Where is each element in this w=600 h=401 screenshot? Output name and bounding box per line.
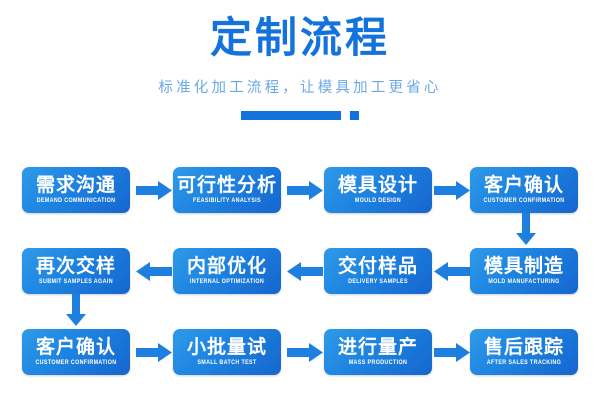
flow-node-label-cn: 交付样品 <box>337 254 418 277</box>
arrow-down-icon <box>516 213 536 245</box>
flow-node-label-en: CUSTOMER CONFIRMATION <box>483 198 565 205</box>
flow-node-label-cn: 客户确认 <box>35 335 116 358</box>
flow-node-customer-confirmation-1[interactable]: 客户确认 CUSTOMER CONFIRMATION <box>470 167 578 213</box>
flow-node-mold-manufacturing[interactable]: 模具制造 MOLD MANUFACTURING <box>470 248 578 294</box>
flow-node-label-cn: 进行量产 <box>337 335 418 358</box>
flow-node-label-cn: 内部优化 <box>186 254 267 277</box>
flow-node-label-en: MOULD DESIGN <box>354 198 402 205</box>
arrow-left-icon <box>434 262 470 281</box>
page-title: 定制流程 <box>209 13 390 62</box>
flow-node-label-cn: 再次交样 <box>35 254 116 277</box>
flow-node-internal-optimization[interactable]: 内部优化 INTERNAL OPTIMIZATION <box>173 248 281 294</box>
flow-node-label-cn: 可行性分析 <box>176 173 277 196</box>
flow-node-mass-production[interactable]: 进行量产 MASS PRODUCTION <box>324 329 432 375</box>
flow-row-3: 客户确认 CUSTOMER CONFIRMATION 小批量试 SMALL BA… <box>0 329 600 375</box>
flow-node-label-en: SMALL BATCH TEST <box>197 360 257 367</box>
flow-node-label-cn: 模具制造 <box>483 254 564 277</box>
flow-node-label-en: MASS PRODUCTION <box>348 360 408 367</box>
flow-node-feasibility-analysis[interactable]: 可行性分析 FEASIBILITY ANALYSIS <box>173 167 281 213</box>
arrow-right-icon <box>434 181 470 200</box>
flow-node-demand-communication[interactable]: 需求沟通 DEMAND COMMUNICATION <box>22 167 130 213</box>
flow-node-label-cn: 客户确认 <box>483 173 564 196</box>
flow-node-customer-confirmation-2[interactable]: 客户确认 CUSTOMER CONFIRMATION <box>22 329 130 375</box>
flow-node-submit-samples-again[interactable]: 再次交样 SUBMIT SAMPLES AGAIN <box>22 248 130 294</box>
flow-node-label-en: AFTER SALES TRACKING <box>486 360 562 367</box>
flow-node-mould-design[interactable]: 模具设计 MOULD DESIGN <box>324 167 432 213</box>
flow-node-label-en: DEMAND COMMUNICATION <box>36 198 116 205</box>
flow-node-delivery-samples[interactable]: 交付样品 DELIVERY SAMPLES <box>324 248 432 294</box>
page-subtitle: 标准化加工流程，让模具加工更省心 <box>158 80 442 97</box>
arrow-right-icon <box>136 181 172 200</box>
flow-node-label-cn: 小批量试 <box>186 335 267 358</box>
arrow-right-icon <box>287 343 323 362</box>
flow-row-2: 再次交样 SUBMIT SAMPLES AGAIN 内部优化 INTERNAL … <box>0 248 600 294</box>
flow-node-label-en: DELIVERY SAMPLES <box>348 279 408 286</box>
flow-node-label-cn: 模具设计 <box>337 173 418 196</box>
flow-node-label-en: CUSTOMER CONFIRMATION <box>35 360 117 367</box>
divider-dot <box>350 111 359 121</box>
divider-bar <box>241 111 341 121</box>
arrow-left-icon <box>136 262 172 281</box>
flow-node-label-cn: 售后跟踪 <box>483 335 564 358</box>
flow-node-label-en: INTERNAL OPTIMIZATION <box>189 279 265 286</box>
arrow-left-icon <box>287 262 323 281</box>
arrow-right-icon <box>434 343 470 362</box>
flow-node-after-sales-tracking[interactable]: 售后跟踪 AFTER SALES TRACKING <box>470 329 578 375</box>
flow-row-1: 需求沟通 DEMAND COMMUNICATION 可行性分析 FEASIBIL… <box>0 167 600 213</box>
arrow-right-icon <box>136 343 172 362</box>
arrow-down-icon <box>66 294 86 326</box>
process-flow-diagram: 需求沟通 DEMAND COMMUNICATION 可行性分析 FEASIBIL… <box>0 155 600 401</box>
flow-node-label-en: FEASIBILITY ANALYSIS <box>193 198 261 205</box>
flow-node-label-cn: 需求沟通 <box>35 173 116 196</box>
flow-node-label-en: SUBMIT SAMPLES AGAIN <box>39 279 113 286</box>
flow-node-small-batch-test[interactable]: 小批量试 SMALL BATCH TEST <box>173 329 281 375</box>
title-divider <box>241 111 359 121</box>
flow-node-label-en: MOLD MANUFACTURING <box>488 279 560 286</box>
arrow-right-icon <box>287 181 323 200</box>
page-header: 定制流程 标准化加工流程，让模具加工更省心 <box>0 0 600 121</box>
